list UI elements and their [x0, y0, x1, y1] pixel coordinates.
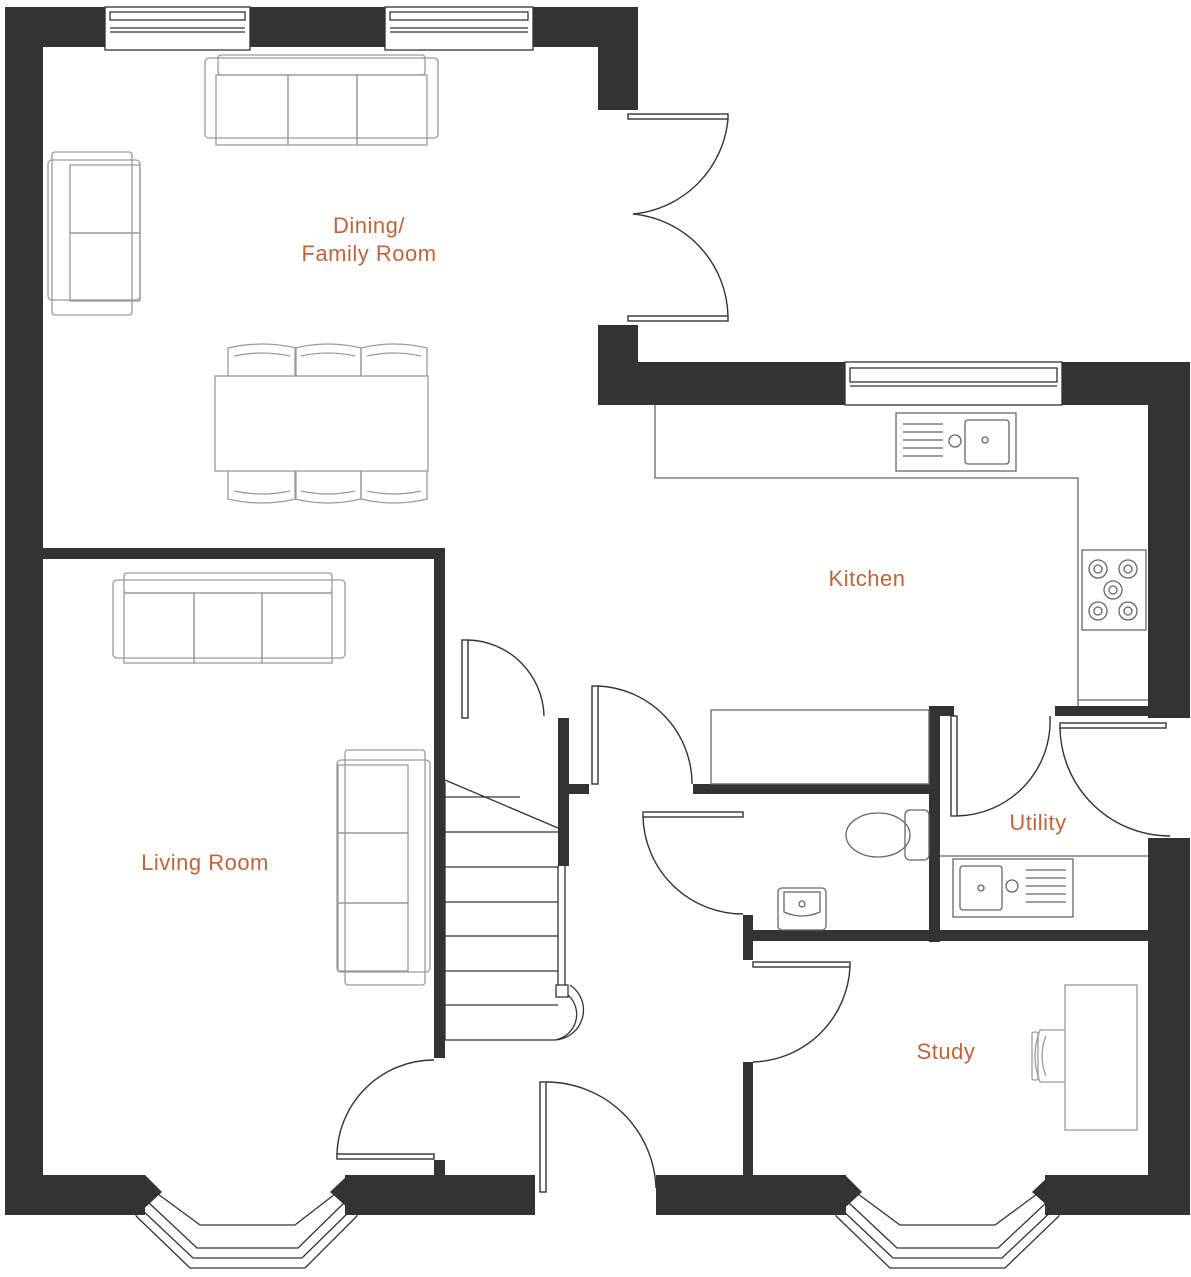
wall-stair-right — [558, 718, 569, 866]
window-dining-right — [384, 6, 534, 51]
bay-wall-left-a — [118, 1175, 162, 1216]
room-label-utility: Utility — [1009, 809, 1066, 837]
room-label-dining-line-2: Family Room — [301, 241, 437, 266]
wall-bottom-mid-right — [656, 1175, 846, 1215]
door-wc — [642, 811, 744, 915]
room-label-dining-family: Dining/ Family Room — [301, 212, 436, 268]
wall-kitchen-right — [1148, 362, 1190, 718]
bay-wall-left-b — [330, 1175, 375, 1216]
wall-stair-stub — [569, 784, 589, 794]
room-label-study-text: Study — [916, 1039, 976, 1064]
door-utility-outer — [1059, 722, 1171, 837]
wall-wc-right — [929, 706, 940, 942]
kitchen-hob — [1081, 549, 1147, 631]
sofa-dining-two-seat — [47, 151, 141, 316]
wall-study-left — [743, 1062, 753, 1175]
wall-living-top — [43, 548, 445, 559]
wall-utility-top-left — [929, 706, 954, 716]
room-label-living-text: Living Room — [141, 850, 269, 875]
kitchen-sink — [895, 412, 1017, 472]
room-label-utility-text: Utility — [1009, 810, 1067, 835]
door-stair-cupboard — [461, 639, 545, 719]
wall-living-right-upper — [434, 548, 445, 718]
kitchen-worktop — [654, 405, 1148, 706]
windows — [104, 6, 1063, 1269]
door-hall-kitchen — [591, 685, 693, 785]
window-kitchen — [844, 361, 1063, 406]
wc-basin — [777, 887, 827, 931]
door-living — [336, 1059, 435, 1160]
wall-study-right — [1148, 838, 1190, 1215]
bay-wall-right-a — [818, 1175, 862, 1216]
sofa-living-three-seat — [112, 572, 346, 664]
window-dining-left — [104, 6, 251, 51]
wall-left-outer — [5, 7, 43, 1215]
wc-toilet — [845, 809, 930, 861]
wall-bottom-mid-left — [345, 1175, 535, 1215]
bay-wall-right-b — [1032, 1175, 1077, 1216]
wall-study-top — [743, 930, 1148, 941]
wall-living-right-stair — [434, 718, 445, 1058]
room-label-living: Living Room — [141, 849, 269, 877]
wall-utility-top-right — [1055, 706, 1148, 716]
room-label-dining-line-1: Dining/ — [333, 213, 405, 238]
study-chair — [1031, 1029, 1065, 1083]
staircase — [444, 779, 585, 1041]
french-doors — [627, 113, 729, 322]
dining-chairs — [227, 343, 428, 504]
door-utility-inner — [950, 715, 1051, 817]
walls — [5, 7, 1190, 1216]
wall-top-middle — [250, 7, 385, 47]
door-study — [752, 961, 851, 1063]
door-front — [539, 1081, 657, 1193]
room-label-study: Study — [917, 1038, 976, 1066]
sofa-dining-three-seat — [204, 54, 439, 146]
wall-dining-right-upper — [598, 7, 638, 110]
sofa-living-side — [336, 749, 431, 986]
stair-treads — [445, 796, 558, 1006]
room-label-kitchen-text: Kitchen — [828, 566, 906, 591]
dining-table — [214, 375, 429, 472]
wall-wc-top — [693, 784, 939, 794]
room-label-kitchen: Kitchen — [829, 565, 906, 593]
study-desk — [1064, 984, 1138, 1131]
doors — [336, 113, 1171, 1193]
furniture — [47, 54, 1148, 1131]
bay-window-living — [135, 1193, 358, 1269]
wall-living-right-bottom — [434, 1160, 445, 1175]
wall-bottom-left — [5, 1175, 145, 1215]
bay-window-study — [835, 1193, 1060, 1269]
kitchen-island — [710, 709, 930, 785]
wall-kitchen-top-left — [598, 362, 845, 405]
utility-sink — [952, 858, 1074, 918]
